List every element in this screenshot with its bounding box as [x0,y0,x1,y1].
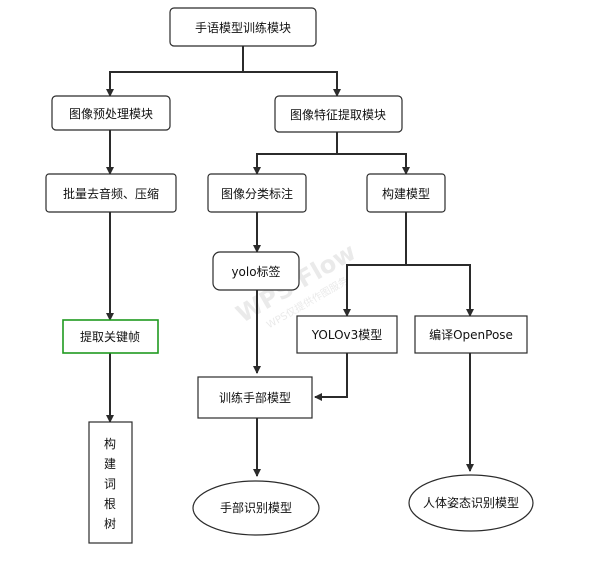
node-tree-char-3: 词 [104,477,116,491]
node-tree-char-2: 建 [104,457,116,471]
node-feature-label: 图像特征提取模块 [290,107,386,122]
node-yolov3-label: YOLOv3模型 [311,328,383,342]
node-batch-label: 批量去音频、压缩 [63,186,159,201]
node-openpose-label: 编译OpenPose [429,327,513,342]
edges [106,46,474,477]
edge-root-to-feature [243,71,341,97]
node-classify[interactable]: 图像分类标注 [207,173,307,213]
node-pose-recog-label: 人体姿态识别模型 [423,496,519,510]
node-batch[interactable]: 批量去音频、压缩 [45,173,177,213]
node-yolo-label[interactable]: yolo标签 [212,251,300,291]
node-pose-recog[interactable]: 人体姿态识别模型 [408,474,534,532]
node-tree[interactable]: 构 建 词 根 树 [88,421,133,544]
node-hand-recog[interactable]: 手部识别模型 [192,480,320,536]
node-root[interactable]: 手语模型训练模块 [169,7,317,47]
node-build[interactable]: 构建模型 [366,173,446,213]
node-tree-char-1: 构 [104,436,116,451]
edge-feature-to-classify [253,153,337,175]
edge-build-to-yolov3 [343,264,406,317]
node-feature[interactable]: 图像特征提取模块 [274,95,403,133]
edge-root-to-preprocess [106,71,243,97]
node-openpose[interactable]: 编译OpenPose [414,315,528,354]
node-preprocess[interactable]: 图像预处理模块 [51,95,171,131]
node-keyframe[interactable]: 提取关键帧 [62,319,159,354]
node-hand-recog-label: 手部识别模型 [220,500,292,515]
node-classify-label: 图像分类标注 [221,186,293,201]
node-yolov3[interactable]: YOLOv3模型 [296,315,398,354]
edge-feature-to-build [337,153,410,175]
node-train-hand[interactable]: 训练手部模型 [197,376,313,419]
node-tree-char-4: 根 [104,497,116,511]
edge-yolov3-to-train [314,353,348,401]
node-preprocess-label: 图像预处理模块 [69,107,153,121]
node-keyframe-label: 提取关键帧 [80,329,140,344]
node-train-hand-label: 训练手部模型 [219,390,291,405]
edge-build-to-openpose [406,264,474,317]
node-root-label: 手语模型训练模块 [195,20,291,35]
node-build-label: 构建模型 [382,186,430,201]
node-tree-char-5: 树 [104,516,116,531]
node-yolo-label-label: yolo标签 [231,264,280,279]
